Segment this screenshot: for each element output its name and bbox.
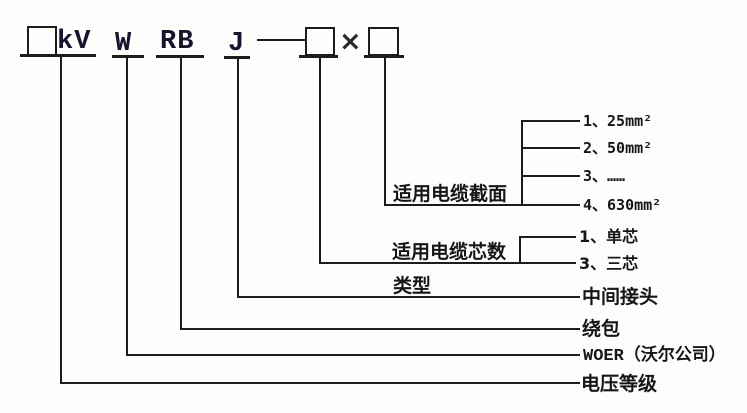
voltage-unit-label: kV [57, 27, 92, 57]
joint-type-main-line [237, 296, 580, 298]
multiply-icon: × [339, 26, 362, 57]
cross-section-bracket-line [521, 120, 523, 206]
type-underline [224, 56, 250, 59]
cross-section-item-3: 3、…… [583, 167, 626, 185]
material-underline [156, 55, 204, 58]
core-count-bracket-line [519, 236, 521, 264]
type-leader-line [237, 58, 239, 297]
cross-section-code-box [368, 27, 399, 56]
core-count-code-box [305, 27, 335, 56]
brand-underline [112, 55, 144, 58]
cross-section-item-2: 2、50mm² [583, 139, 653, 157]
core-count-item-1: 1、单芯 [579, 227, 639, 246]
cross-section-label: 适用电缆截面 [393, 183, 508, 205]
voltage-code-box [27, 26, 57, 56]
cross-section-item-4: 4、630mm² [583, 196, 662, 214]
brand-code-label: W [115, 29, 133, 59]
cross-section-branch-line-2 [521, 147, 580, 149]
voltage-underline [20, 54, 96, 57]
voltage-value: 电压等级 [581, 373, 658, 395]
brand-leader-line [126, 57, 128, 356]
core-count-label: 适用电缆芯数 [392, 241, 507, 263]
wrap-main-line [180, 328, 580, 330]
cross-section-item-1: 1、25mm² [583, 112, 653, 130]
material-leader-line [180, 57, 182, 329]
type-code-label: J [228, 29, 246, 59]
cross-section-branch-line-3 [521, 175, 580, 177]
voltage-main-line [60, 382, 580, 384]
joint-type-label: 类型 [393, 275, 432, 297]
wrap-value: 绕包 [582, 318, 621, 340]
core-count-main-line [319, 262, 576, 264]
joint-type-value: 中间接头 [582, 286, 659, 308]
voltage-leader-line [60, 56, 62, 384]
code-dash-line [257, 39, 305, 41]
core-count-item-2: 3、三芯 [579, 254, 639, 273]
material-code-label: RB [160, 27, 195, 57]
core-count-leader-line [319, 56, 321, 264]
brand-value: WOER（沃尔公司） [583, 347, 726, 366]
brand-main-line [126, 354, 580, 356]
core-count-branch-line-1 [519, 236, 576, 238]
cross-section-leader-line [384, 56, 386, 206]
core-count-underline [299, 55, 338, 58]
cross-section-branch-line-1 [521, 120, 580, 122]
cross-section-main-line [384, 204, 580, 206]
